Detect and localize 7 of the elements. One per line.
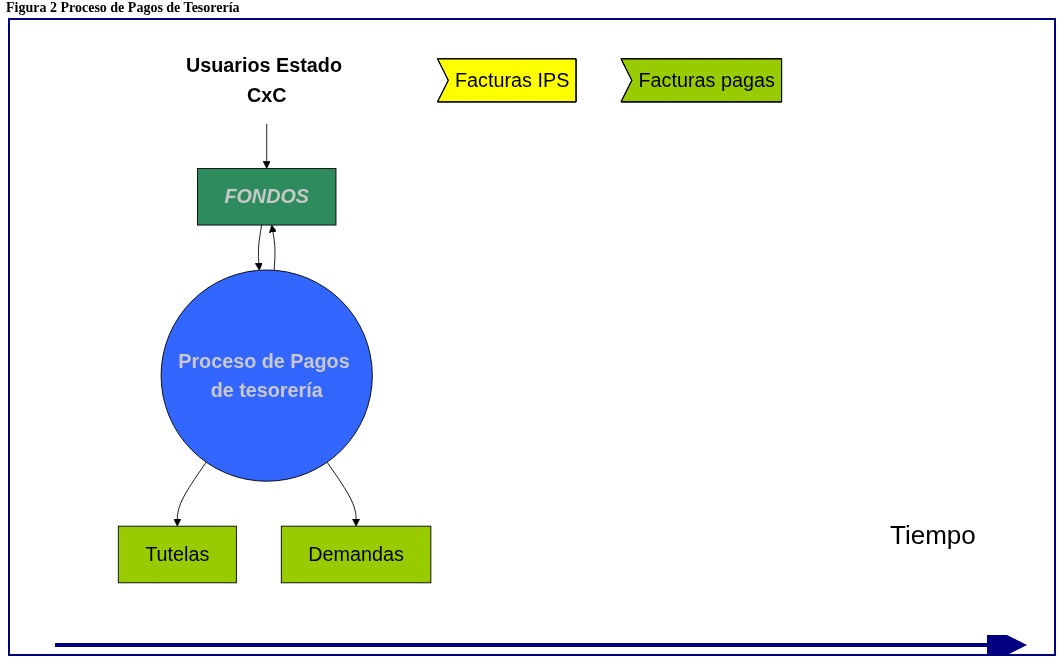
node-box: FONDOS bbox=[197, 168, 337, 226]
figure-title: Figura 2 Proceso de Pagos de Tesorería bbox=[6, 0, 240, 16]
node-text: Usuarios Estado CxC bbox=[185, 54, 343, 107]
axis-label: Tiempo bbox=[890, 520, 976, 551]
node-box: Tutelas bbox=[117, 525, 237, 584]
node-circle: Proceso de Pagos de tesorería bbox=[160, 269, 373, 482]
node-box: Demandas bbox=[280, 525, 432, 584]
